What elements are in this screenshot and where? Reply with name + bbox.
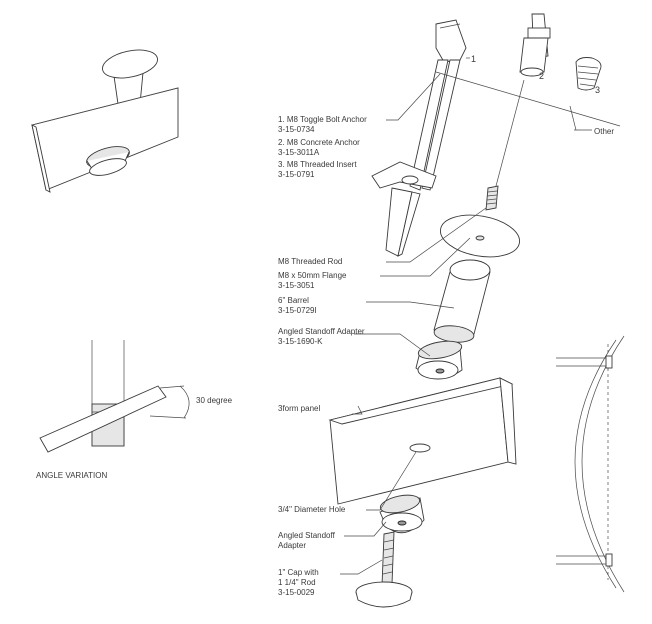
labels: 1 2 3 Other 1. M8 Toggle Bolt Anchor 3-1…	[278, 54, 614, 597]
code-adapter: 3-15-1690-K	[278, 337, 323, 346]
label-cap-line-1: 1" Cap with	[278, 568, 319, 577]
number-1: 1	[471, 54, 476, 64]
code-toggle-bolt: 3-15-0734	[278, 125, 315, 134]
angle-caption: ANGLE VARIATION	[36, 471, 107, 480]
code-threaded-insert: 3-15-0791	[278, 170, 315, 179]
angle-variation-detail: 30 degree ANGLE VARIATION	[36, 340, 233, 480]
threaded-insert	[575, 57, 602, 91]
concrete-anchor	[519, 13, 551, 77]
code-flange: 3-15-3051	[278, 281, 315, 290]
label-toggle-bolt: 1. M8 Toggle Bolt Anchor	[278, 115, 367, 124]
label-flange: M8 x 50mm Flange	[278, 271, 347, 280]
label-other: Other	[594, 127, 614, 136]
angled-adapter-top	[415, 340, 463, 380]
toggle-bolt-anchor	[371, 19, 467, 257]
label-barrel: 6" Barrel	[278, 296, 309, 305]
cap-with-rod	[355, 531, 413, 608]
label-concrete-anchor: 2. M8 Concrete Anchor	[278, 138, 360, 147]
label-adapter: Angled Standoff Adapter	[278, 327, 365, 336]
label-threaded-rod: M8 Threaded Rod	[278, 257, 342, 266]
code-cap: 3-15-0029	[278, 588, 315, 597]
code-concrete-anchor: 3-15-3011A	[278, 148, 320, 157]
leader-lines	[340, 57, 621, 575]
label-hole: 3/4" Diameter Hole	[278, 505, 346, 514]
flange	[440, 214, 520, 258]
threaded-rod	[485, 185, 499, 211]
label-panel: 3form panel	[278, 404, 320, 413]
angled-panel-view	[31, 49, 179, 193]
label-adapter-2-line-2: Adapter	[278, 541, 306, 550]
number-2: 2	[539, 71, 544, 81]
angled-adapter-bottom	[379, 494, 425, 534]
code-barrel: 3-15-0729I	[278, 306, 317, 315]
barrel	[433, 259, 491, 343]
curved-wall-section	[556, 335, 625, 593]
angle-label: 30 degree	[196, 396, 233, 405]
3form-panel	[328, 377, 517, 505]
label-cap-line-2: 1 1/4" Rod	[278, 578, 316, 587]
label-threaded-insert: 3. M8 Threaded Insert	[278, 160, 357, 169]
number-3: 3	[595, 85, 600, 95]
label-adapter-2-line-1: Angled Standoff	[278, 531, 336, 540]
